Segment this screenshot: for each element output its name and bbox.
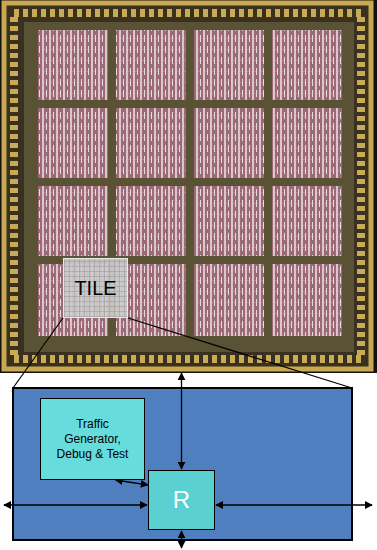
link-arrow [216, 504, 372, 505]
pad-ring [14, 13, 361, 359]
zoom-line [13, 318, 63, 388]
zoom-line [128, 318, 352, 388]
box-label: R [173, 486, 190, 514]
tile-grid [38, 30, 342, 336]
router-box: R [148, 470, 215, 530]
photo-background [0, 0, 377, 373]
link-arrow [181, 373, 182, 469]
die-core [24, 22, 354, 352]
connector-arrow [116, 480, 148, 485]
process-box: Traffic Generator, Debug & Test [40, 398, 145, 480]
tile-callout: TILE [63, 258, 128, 318]
box-label: Traffic Generator, Debug & Test [47, 417, 138, 462]
tile-outline [13, 388, 352, 540]
die-edge [4, 3, 371, 369]
box-label: TILE [74, 277, 116, 300]
link-arrow [181, 531, 182, 548]
link-arrow [4, 504, 147, 505]
